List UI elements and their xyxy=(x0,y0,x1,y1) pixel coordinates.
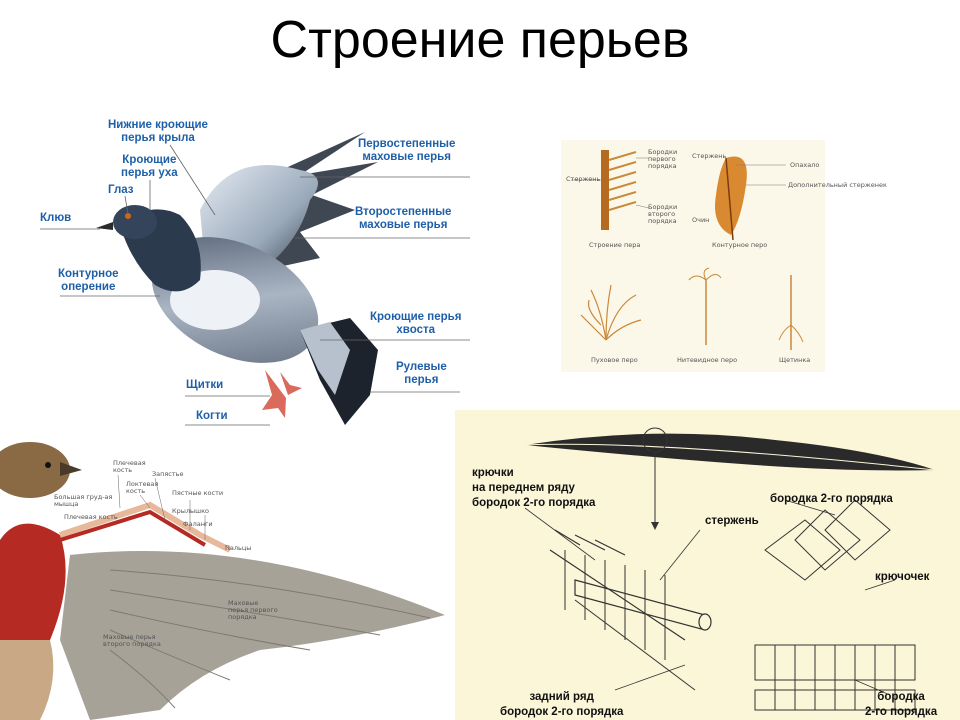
label-eye: Глаз xyxy=(108,184,134,196)
label-wing-primaries: Маховые перья первого порядка xyxy=(228,599,278,621)
caption-bristle: Щетинка xyxy=(779,356,811,364)
caption-filoplume: Нитевидное перо xyxy=(677,356,738,364)
label-scutes: Щитки xyxy=(186,379,224,391)
label-vane: Опахало xyxy=(790,161,820,169)
label-barb-second-order: Бородки второго порядка xyxy=(648,203,678,225)
caption-contour-feather: Контурное перо xyxy=(712,241,768,249)
label-contour-plumage: Контурное оперение xyxy=(58,268,119,293)
label-phalanges: Фаланги xyxy=(183,520,213,528)
label-shaft-contour: Стержень xyxy=(692,152,727,160)
label-claws: Когти xyxy=(196,410,228,422)
label-pectoral-muscle: Большая груд-ая мышца xyxy=(54,493,113,508)
feather-types-panel xyxy=(561,140,825,372)
label-back-row: задний ряд бородок 2-го порядка xyxy=(500,691,624,718)
label-shaft-structure: Стержень xyxy=(566,175,601,183)
label-tail-coverts: Кроющие перья хвоста xyxy=(370,311,462,336)
label-hooks-front-row: крючки на переднем ряду бородок 2-го пор… xyxy=(472,467,596,509)
feather-microstructure-diagram xyxy=(455,410,960,720)
label-metacarpals: Пястные кости xyxy=(172,489,224,497)
label-beak: Клюв xyxy=(40,212,72,224)
label-shaft-micro: стержень xyxy=(705,515,759,527)
label-barb-second-order-top: бородка 2-го порядка xyxy=(770,493,893,505)
label-wing-secondaries: Маховые перья второго порядка xyxy=(103,633,161,648)
label-lower-wing-coverts: Нижние кроющие перья крыла xyxy=(108,119,208,144)
label-wrist: Запястье xyxy=(152,470,184,478)
label-hooklet: крючочек xyxy=(875,571,930,583)
caption-down-feather: Пуховое перо xyxy=(591,356,638,364)
label-barb-first-order: Бородки первого порядка xyxy=(648,148,678,170)
label-alula: Крылышко xyxy=(172,507,210,515)
label-digits: Пальцы xyxy=(225,544,252,552)
label-afterfeather: Дополнительный стерженек xyxy=(788,181,887,189)
label-humerus: Плечевая кость xyxy=(113,459,146,474)
label-secondaries: Второстепенные маховые перья xyxy=(355,206,452,231)
wing-skeleton-illustration xyxy=(0,442,445,720)
label-rectrices: Рулевые перья xyxy=(396,361,447,386)
label-ulna: Локтевая кость xyxy=(126,480,159,495)
caption-feather-structure: Строение пера xyxy=(589,241,641,249)
label-primaries: Первостепенные маховые перья xyxy=(358,138,456,163)
page-title: Строение перьев xyxy=(270,11,690,69)
label-barb-second-order-bottom: бородка 2-го порядка xyxy=(865,691,938,718)
label-quill: Очин xyxy=(692,216,710,224)
label-ear-coverts: Кроющие перья уха xyxy=(121,154,178,179)
label-forearm: Плечевая кость xyxy=(64,513,118,521)
